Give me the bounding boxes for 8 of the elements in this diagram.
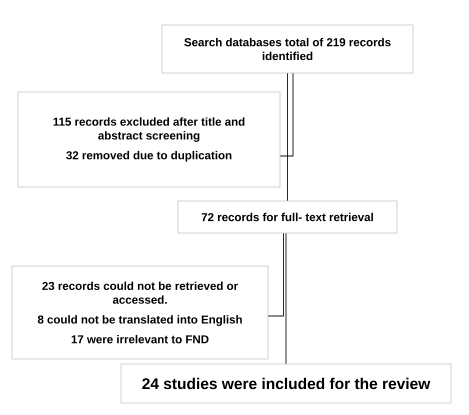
exclusion-box: 115 records excluded after title and abstract screening 32 removed due to duplication	[18, 92, 280, 188]
flow-box: 72 records for full- text retrieval	[178, 200, 398, 234]
connector-line	[287, 72, 288, 202]
result-box: 24 studies were included for the review	[120, 364, 452, 404]
exclusion-box: 23 records could not be retrieved or accessed. 8 could not be translated into English 17 were irrelevant to FND	[12, 266, 268, 360]
connector-line	[280, 72, 294, 156]
flow-box: Search databases total of 219 records identified	[162, 24, 414, 74]
connector-line	[268, 232, 284, 316]
